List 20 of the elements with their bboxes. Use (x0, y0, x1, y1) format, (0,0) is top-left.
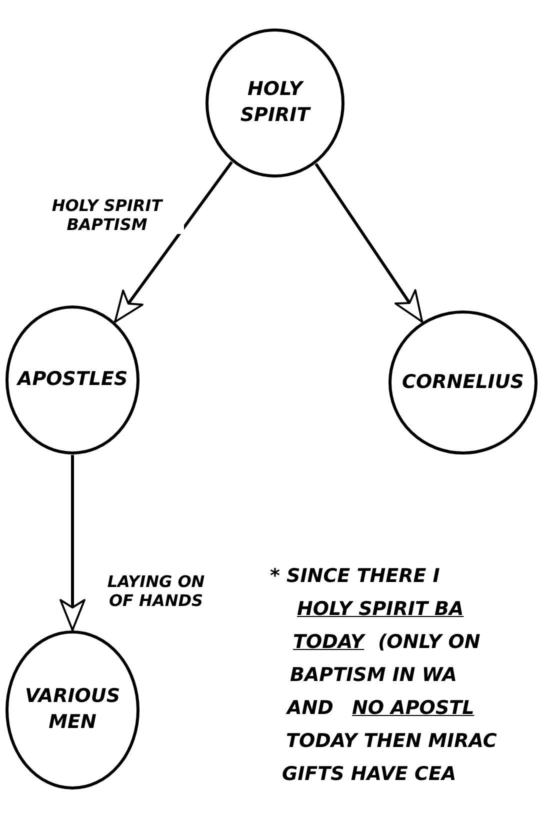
note-text: (ONLY ON (378, 632, 480, 653)
node-label: HOLY SPIRIT (239, 77, 312, 128)
circle-node (5, 630, 140, 790)
node-label: CORNELIUS (401, 370, 525, 395)
note-text: HOLY SPIRIT BA (297, 599, 464, 620)
arrow (114, 161, 234, 323)
circle-node (205, 28, 345, 178)
circle-node (388, 310, 538, 455)
node-label: APOSTLES (18, 367, 128, 392)
arrow (60, 455, 86, 631)
note-text: GIFTS HAVE CEA (282, 764, 456, 785)
note-text: TODAY THEN MIRAC (286, 731, 497, 752)
circle-node (5, 305, 140, 455)
node-label: VARIOUS MEN (24, 684, 122, 735)
note-text: NO APOSTL (352, 698, 474, 719)
arrow (314, 162, 424, 323)
note-text: TODAY (293, 632, 364, 653)
note-text: * SINCE THERE I (270, 566, 440, 587)
note-text: AND (287, 698, 334, 719)
note-text: BAPTISM IN WA (290, 665, 457, 686)
